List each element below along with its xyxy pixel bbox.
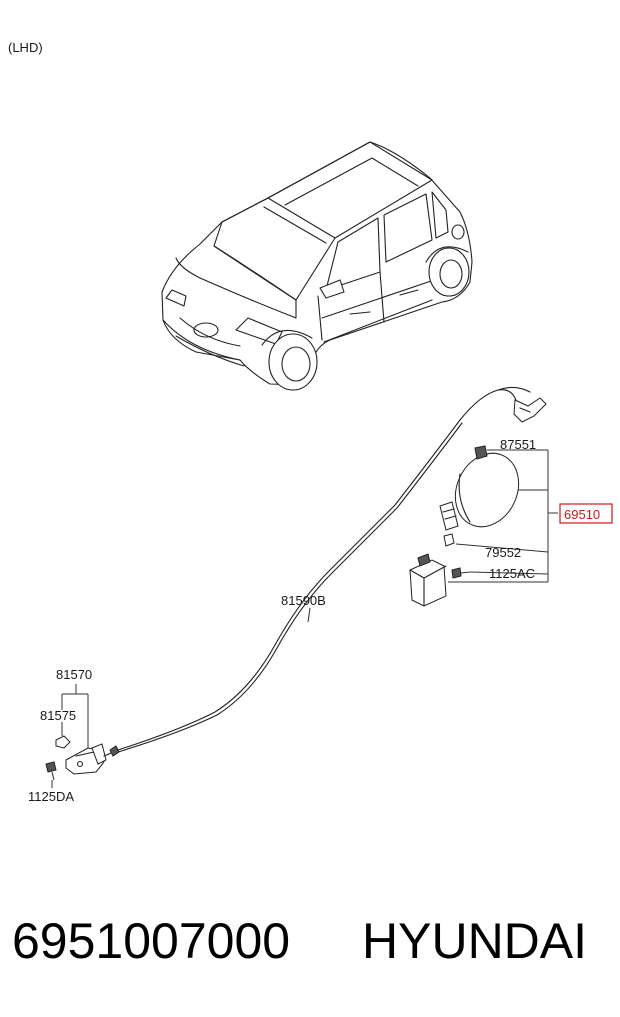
- fuel-door-icon: [439, 452, 520, 531]
- actuator-icon: [409, 553, 447, 607]
- callout-87551: 87551: [500, 437, 536, 452]
- leader-lines-left: [51, 684, 89, 788]
- callout-69510: 69510: [564, 507, 600, 522]
- variant-label: (LHD): [8, 40, 43, 55]
- callout-1125DA: 1125DA: [28, 789, 74, 804]
- bolt-1125DA-icon: [45, 761, 57, 781]
- callout-81590B: 81590B: [281, 593, 326, 608]
- footer-part-number: 6951007000: [12, 913, 290, 969]
- car-illustration-icon: [161, 141, 473, 391]
- leader-lines-right: [448, 449, 558, 583]
- clip-87551-icon: [474, 445, 488, 460]
- latch-icon: [65, 743, 120, 775]
- bolt-1125AC-icon: [451, 567, 471, 579]
- footer-brand: HYUNDAI: [362, 913, 587, 969]
- bumper-79552-icon: [443, 533, 455, 547]
- cable-end-connector: [497, 386, 547, 423]
- clip-81575-icon: [55, 735, 71, 749]
- callout-81575: 81575: [40, 708, 76, 723]
- highlight-box-69510: [559, 503, 613, 524]
- callout-1125AC: 1125AC: [489, 566, 535, 581]
- cable-icon: [117, 389, 521, 751]
- callout-81570: 81570: [56, 667, 92, 682]
- callout-79552: 79552: [485, 545, 521, 560]
